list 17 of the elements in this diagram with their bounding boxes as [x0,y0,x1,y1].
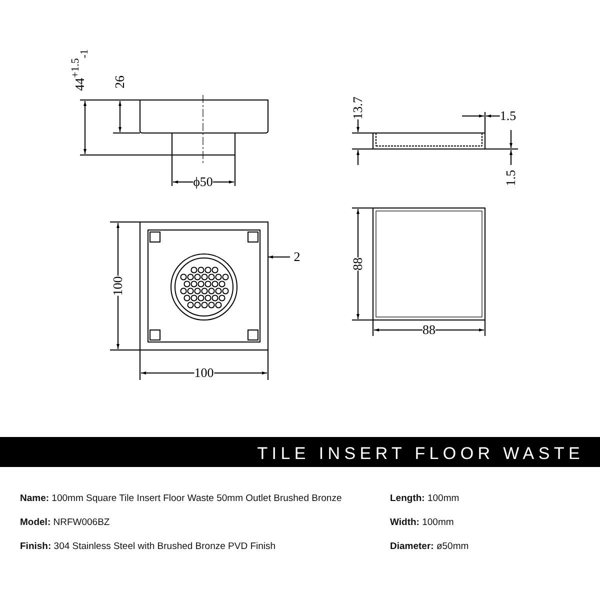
dimension-label: 88 [351,258,365,270]
dimension-label: 100 [111,276,125,296]
spec-text: Name: 100mm Square Tile Insert Floor Waste 50mm Outlet Brushed Bronze [20,493,342,504]
dimension-label: 1.5 [504,170,518,186]
spec-text: Finish: 304 Stainless Steel with Brushed Bronze PVD Finish [20,541,276,552]
dimension-label: 100 [194,366,214,380]
spec-text: Width: 100mm [390,517,454,528]
dimension-label: 26 [113,76,127,88]
spec-text: Diameter: ø50mm [390,541,469,552]
product-title: TILE INSERT FLOOR WASTE [257,444,584,464]
dimension-label: 13.7 [351,96,365,120]
dimension-label: 1.5 [500,109,516,123]
dimension-label: 88 [422,323,436,337]
spec-text: Length: 100mm [390,493,460,504]
spec-text: Model: NRFW006BZ [20,517,110,528]
dimension-label: ϕ50 [193,175,213,189]
dimension-label: 2 [294,250,300,264]
